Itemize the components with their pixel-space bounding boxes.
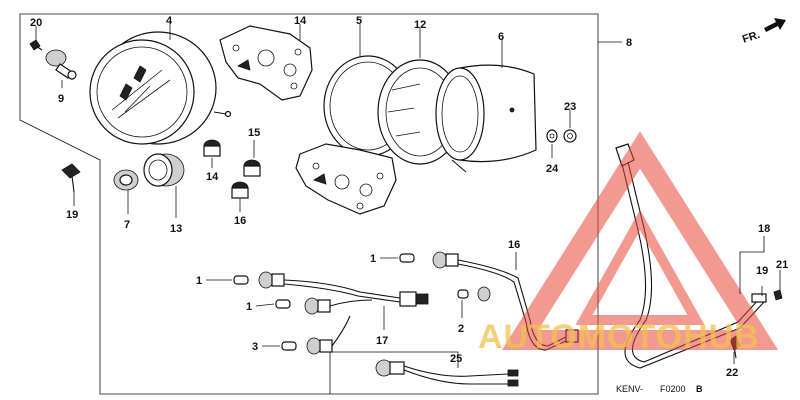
callout-7: 7 [124, 219, 130, 231]
callout-20: 20 [30, 17, 42, 29]
part-11-cushion [143, 153, 185, 187]
callout-10: 12 [414, 19, 426, 31]
watermark-text: AUTOMOTOHUB [478, 318, 760, 356]
part-14-grommet-lower [231, 181, 249, 199]
callout-21: 21 [776, 259, 788, 271]
callout-11: 13 [170, 223, 182, 235]
part-14-grommet-upper [243, 159, 261, 177]
socket-c [306, 337, 333, 355]
direction-label: FR. [741, 29, 762, 46]
assembly-frame [19, 13, 599, 395]
diagram-code: KENV- F0200 B [616, 384, 703, 394]
part-24-washer [546, 129, 558, 143]
part-12-bracket-plate [219, 25, 313, 101]
part-9-reset-knob [45, 49, 77, 80]
callout-16: 17 [376, 335, 388, 347]
callout-13: 14 [206, 171, 219, 183]
direction-arrow-icon [764, 18, 786, 32]
callout-8: 8 [626, 37, 632, 49]
part-4-speedometer [89, 31, 232, 145]
callout-22: 22 [726, 367, 738, 379]
callout-2: 2 [458, 323, 464, 335]
part-1-bulb-b [275, 299, 291, 309]
part-23-nut [563, 129, 577, 143]
callout-14-upper: 15 [248, 127, 260, 139]
callout-14-lower: 16 [234, 215, 246, 227]
watermark [501, 131, 779, 350]
socket-a [258, 271, 285, 289]
callout-4: 4 [166, 15, 173, 27]
leader-lines [35, 24, 781, 394]
code-suffix: B [696, 384, 703, 394]
part-1-bulb-c [399, 253, 415, 263]
callout-numbers: 20 4 14 5 12 6 8 9 23 24 14 15 16 13 7 1… [30, 15, 788, 379]
callout-23: 23 [564, 101, 576, 113]
part-6-upper-case [435, 64, 537, 173]
part-1-bulb-a [233, 275, 249, 285]
callout-17: 18 [758, 223, 770, 235]
callout-1-c: 1 [370, 253, 376, 265]
callout-15: 16 [508, 239, 520, 251]
callout-19: 19 [66, 209, 78, 221]
callout-9: 9 [58, 93, 64, 105]
front-direction-indicator: FR. [741, 18, 786, 46]
callout-18: 19 [756, 265, 768, 277]
callout-3: 3 [252, 341, 258, 353]
socket-d [432, 251, 459, 269]
callout-6: 6 [498, 31, 504, 43]
callout-5: 5 [356, 15, 362, 27]
code-prefix: KENV- [616, 384, 643, 394]
callout-24: 24 [546, 163, 559, 175]
part-7-collar [113, 169, 139, 191]
part-13-grommet [203, 139, 221, 157]
part-25-wire-lead [375, 359, 519, 387]
code-number: F0200 [660, 384, 686, 394]
part-19-bolt [61, 163, 81, 193]
callout-25: 25 [450, 353, 462, 365]
part-3-bulb [281, 341, 297, 351]
socket-b [304, 297, 331, 315]
part-20-screw [29, 39, 43, 51]
callout-12: 14 [294, 15, 307, 27]
callout-1-b: 1 [246, 301, 252, 313]
part-16-wire-harness [283, 279, 429, 347]
callout-1-a: 1 [196, 275, 202, 287]
part-2-bulb [457, 286, 491, 302]
